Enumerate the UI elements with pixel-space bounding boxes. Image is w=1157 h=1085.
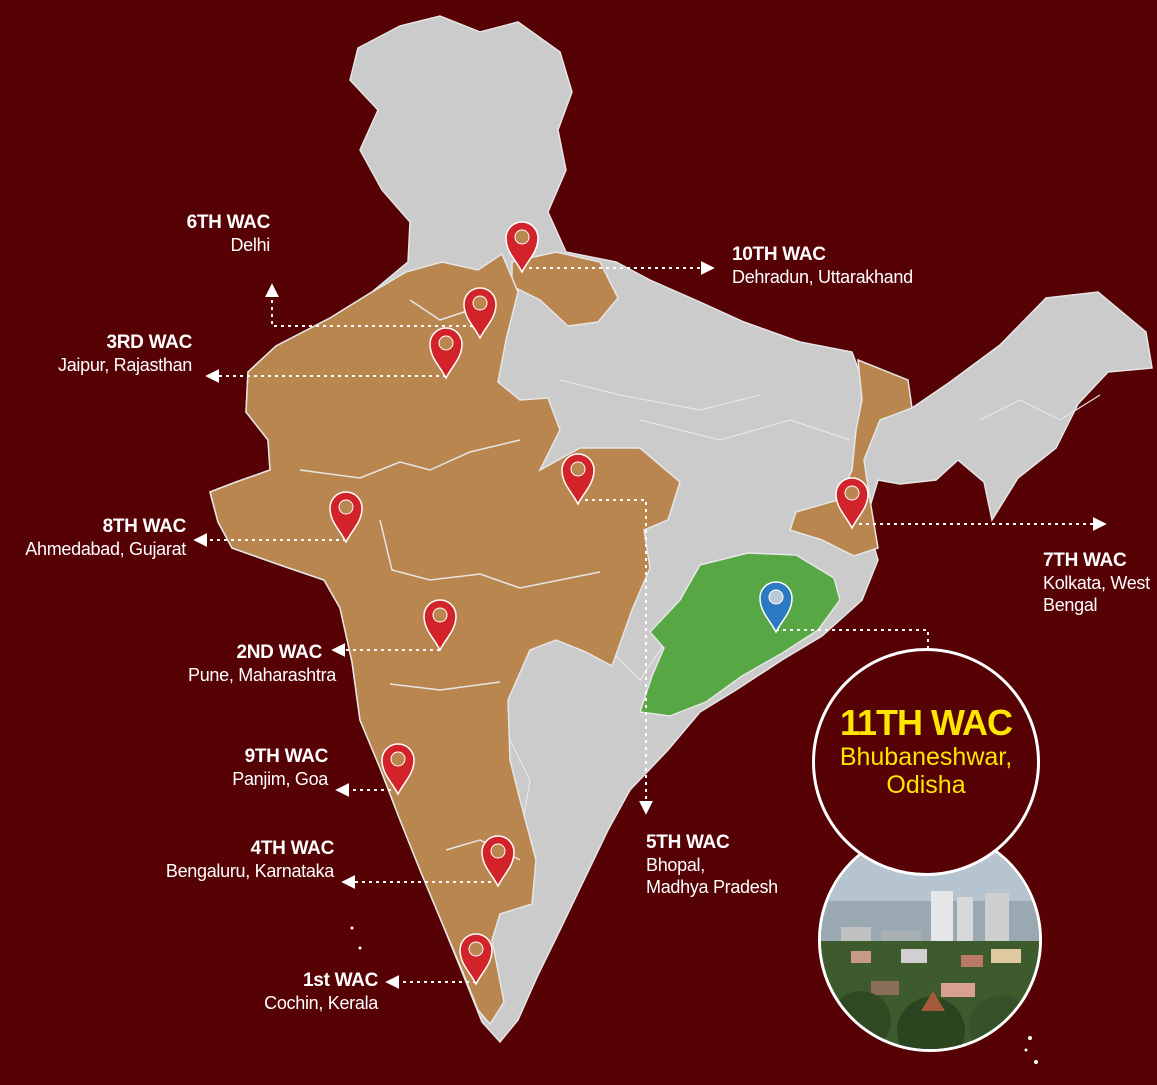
map-pin-icon	[423, 599, 457, 652]
label-title: 1st WAC	[303, 970, 378, 991]
label-wac-10: 10TH WAC Dehradun, Uttarakhand	[732, 244, 952, 288]
label-wac-8: 8TH WAC Ahmedabad, Gujarat	[4, 516, 186, 560]
label-city: Kolkata, West	[1043, 573, 1150, 593]
map-pin-icon	[481, 835, 515, 888]
label-title: 4TH WAC	[250, 838, 335, 859]
map-pin-icon	[561, 453, 595, 506]
label-city: Cochin, Kerala	[264, 993, 378, 1013]
label-city: Jaipur, Rajasthan	[58, 355, 192, 375]
connector-lines	[193, 261, 1107, 989]
label-title: 8TH WAC	[102, 516, 187, 537]
highlight-city: Bhubaneshwar,	[839, 743, 1013, 771]
label-city: Panjim, Goa	[232, 769, 328, 789]
label-city: Pune, Maharashtra	[188, 665, 336, 685]
state-uttarakhand	[511, 251, 619, 327]
map-pin-icon-current	[759, 581, 793, 634]
map-pin-icon	[381, 743, 415, 796]
map-pin-icon	[429, 327, 463, 380]
map-pin-icon	[505, 221, 539, 274]
label-title: 3RD WAC	[106, 332, 192, 353]
label-wac-9: 9TH WAC Panjim, Goa	[200, 746, 328, 790]
label-city: Bhopal,	[646, 855, 705, 875]
label-wac-7: 7TH WAC Kolkata, West Bengal	[1043, 550, 1157, 616]
label-wac-3: 3RD WAC Jaipur, Rajasthan	[20, 332, 192, 376]
label-wac-5: 5TH WAC Bhopal, Madhya Pradesh	[646, 832, 816, 898]
label-title: 10TH WAC	[732, 244, 826, 265]
label-wac-2: 2ND WAC Pune, Maharashtra	[150, 642, 336, 686]
label-city: Ahmedabad, Gujarat	[25, 539, 186, 559]
label-city-line2: Bengal	[1043, 595, 1098, 615]
highlight-city-line2: Odisha	[886, 771, 966, 799]
label-wac-1: 1st WAC Cochin, Kerala	[240, 970, 378, 1014]
state-west-bengal	[789, 358, 913, 557]
map-pin-icon	[329, 491, 363, 544]
highlight-current-edition: 11TH WAC Bhubaneshwar, Odisha	[812, 648, 1040, 876]
map-pin-icon	[463, 287, 497, 340]
highlight-title: 11TH WAC	[839, 702, 1013, 743]
markers	[329, 221, 869, 986]
islands	[350, 926, 1038, 1064]
label-city: Dehradun, Uttarakhand	[732, 267, 913, 287]
label-wac-4: 4TH WAC Bengaluru, Karnataka	[130, 838, 334, 882]
label-title: 5TH WAC	[646, 832, 730, 853]
label-title: 9TH WAC	[244, 746, 329, 767]
label-city: Delhi	[230, 235, 270, 255]
map-pin-icon	[459, 933, 493, 986]
map-pin-icon	[835, 477, 869, 530]
label-title: 6TH WAC	[186, 212, 271, 233]
label-title: 7TH WAC	[1043, 550, 1127, 571]
label-city-line2: Madhya Pradesh	[646, 877, 778, 897]
label-title: 2ND WAC	[236, 642, 322, 663]
label-city: Bengaluru, Karnataka	[165, 861, 334, 881]
label-wac-6: 6TH WAC Delhi	[150, 212, 271, 256]
